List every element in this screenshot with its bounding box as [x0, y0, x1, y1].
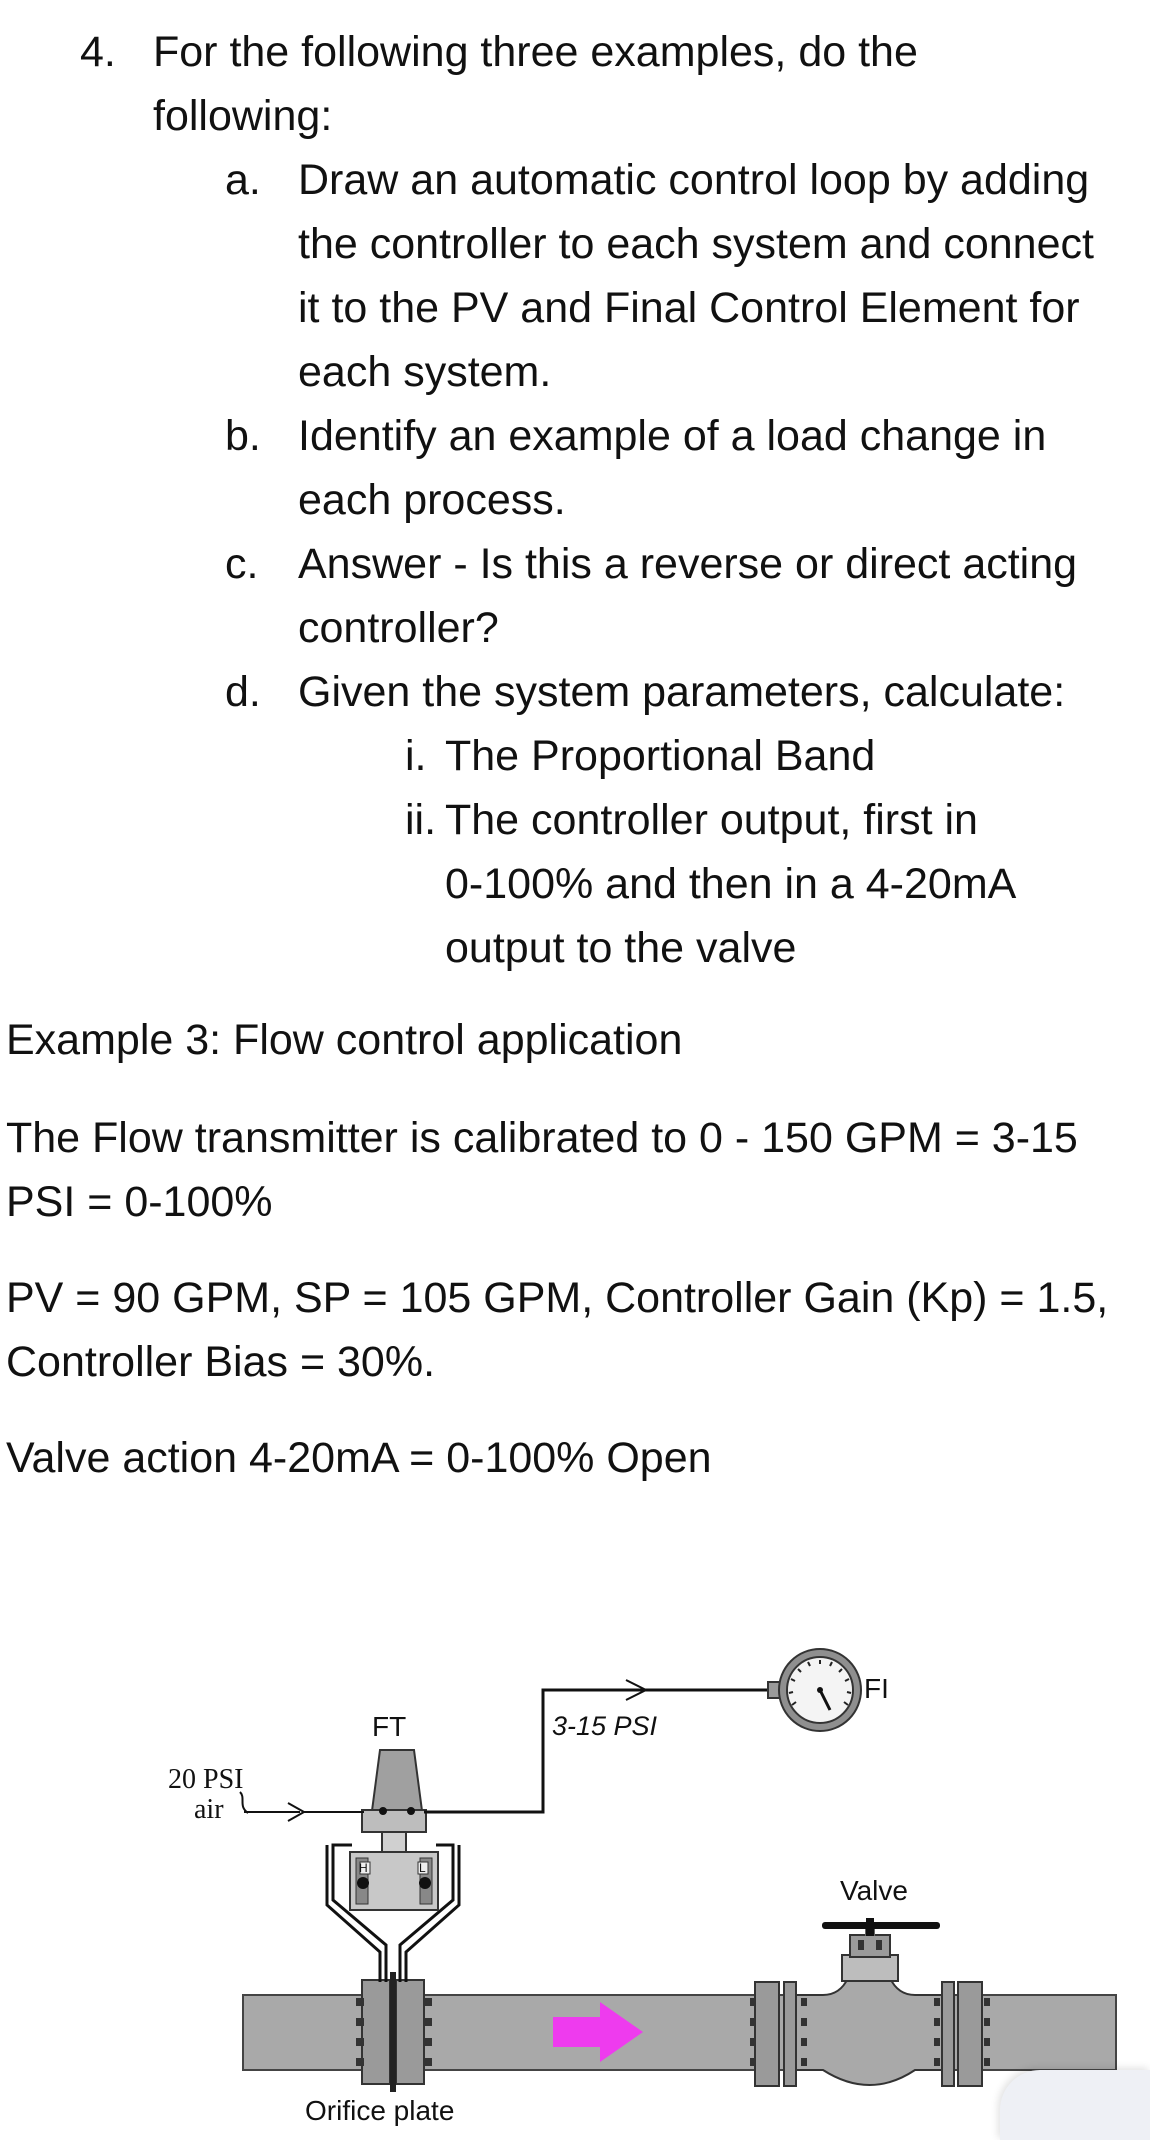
fi-label: FI: [864, 1673, 889, 1704]
air-supply-line: [239, 1791, 307, 1822]
item-a-line-4: each system.: [298, 348, 552, 396]
item-d-label: d.: [225, 668, 261, 716]
flow-indicator-gauge: [767, 1648, 862, 1732]
subitem-i-label: i.: [405, 732, 427, 780]
l-port-label: L: [419, 1861, 426, 1875]
signal-line: [424, 1679, 775, 1814]
item-b-label: b.: [225, 412, 261, 460]
flow-transmitter: [349, 1749, 439, 1911]
signal-label: 3-15 PSI: [552, 1711, 658, 1741]
flow-direction-arrow: [553, 2002, 643, 2062]
item-a-line-1: Draw an automatic control loop by adding: [298, 156, 1090, 204]
item-b-line-1: Identify an example of a load change in: [298, 412, 1047, 460]
example-title: Example 3: Flow control application: [6, 1016, 683, 1064]
flow-control-diagram: H L FT 20 PSI air 3-15 PSI FI Valve: [168, 1648, 1117, 2126]
h-port-label: H: [359, 1861, 368, 1875]
subitem-ii-line-2: 0-100% and then in a 4-20mA: [445, 860, 1017, 908]
question-stem-line-1: For the following three examples, do the: [153, 28, 918, 76]
orifice-flange: [356, 1972, 432, 2092]
example-para2-line-2: Controller Bias = 30%.: [6, 1338, 436, 1386]
ft-label: FT: [372, 1711, 406, 1742]
question-stem-line-2: following:: [153, 92, 333, 140]
orifice-plate-label: Orifice plate: [305, 2095, 454, 2126]
air-supply-label-2: air: [194, 1794, 224, 1825]
impulse-lines: [325, 1843, 461, 1982]
valve-label: Valve: [840, 1875, 908, 1906]
item-a-line-3: it to the PV and Final Control Element f…: [298, 284, 1080, 332]
valve-flange-bolts: [750, 1998, 990, 2066]
item-c-label: c.: [225, 540, 259, 588]
example-para3-line-1: Valve action 4-20mA = 0-100% Open: [6, 1434, 712, 1482]
example-para1-line-1: The Flow transmitter is calibrated to 0 …: [6, 1114, 1078, 1162]
subitem-ii-label: ii.: [405, 796, 437, 844]
item-c-line-2: controller?: [298, 604, 499, 652]
example-para2-line-1: PV = 90 GPM, SP = 105 GPM, Controller Ga…: [6, 1274, 1109, 1322]
subitem-ii-line-3: output to the valve: [445, 924, 797, 972]
item-b-line-2: each process.: [298, 476, 566, 524]
item-a-line-2: the controller to each system and connec…: [298, 220, 1094, 268]
subitem-ii-line-1: The controller output, first in: [445, 796, 978, 844]
air-supply-label-1: 20 PSI: [168, 1764, 243, 1795]
example-para1-line-2: PSI = 0-100%: [6, 1178, 273, 1226]
control-valve: [754, 1918, 983, 2087]
orifice-plate: [390, 1972, 396, 2092]
scroll-handle[interactable]: [1000, 2070, 1150, 2140]
item-d-line-1: Given the system parameters, calculate:: [298, 668, 1066, 716]
subitem-i-line-1: The Proportional Band: [445, 732, 876, 780]
item-a-label: a.: [225, 156, 261, 204]
question-number: 4.: [80, 28, 116, 76]
item-c-line-1: Answer - Is this a reverse or direct act…: [298, 540, 1078, 588]
